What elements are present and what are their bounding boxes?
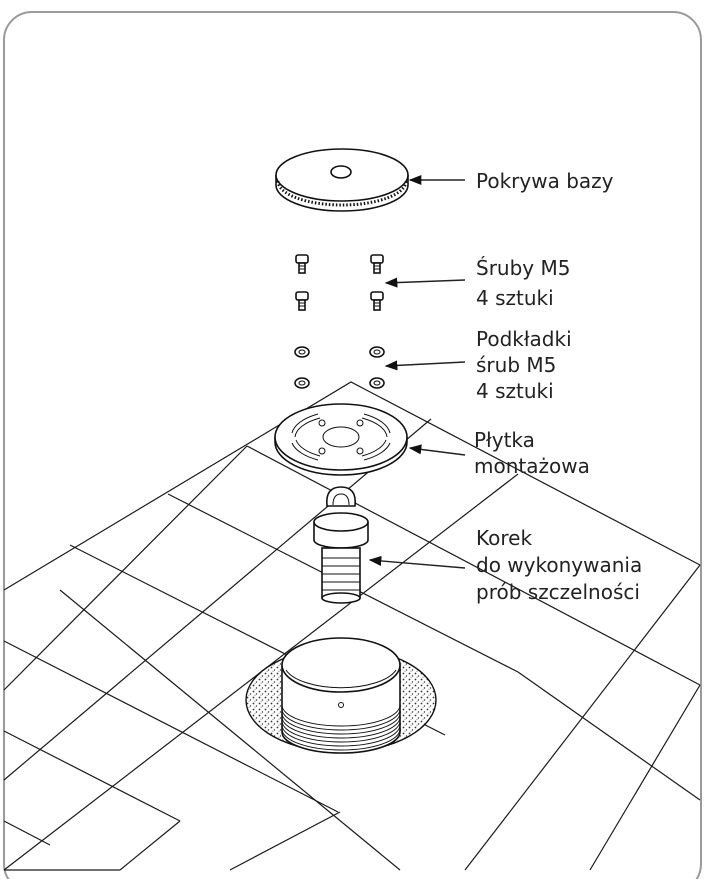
label-plate-line2: montażowa [474,454,590,478]
frame-border [3,11,702,879]
label-plate-line1: Płytka [474,428,535,452]
label-plug-line3: prób szczelności [476,580,640,604]
label-screws-line1: Śruby M5 [476,256,570,280]
callout-arrows [368,174,466,569]
labels: Pokrywa bazy Śruby M5 4 sztuki Podkładki… [474,169,642,604]
washers-part [294,346,385,389]
base-cover-part [275,148,409,212]
label-washers-line2: śrub M5 [476,353,556,377]
label-screws-line2: 4 sztuki [476,286,554,310]
label-washers-line1: Podkładki [476,327,572,351]
screws-part [295,254,384,311]
label-plug-line2: do wykonywania [476,553,642,577]
label-washers-line3: 4 sztuki [476,379,554,403]
mounting-plate-part [274,403,408,476]
label-plug-line1: Korek [476,526,532,550]
floor-grid [3,381,701,871]
drain-base-part [245,637,437,754]
label-base-cover: Pokrywa bazy [476,169,614,193]
test-plug-part [313,486,369,604]
